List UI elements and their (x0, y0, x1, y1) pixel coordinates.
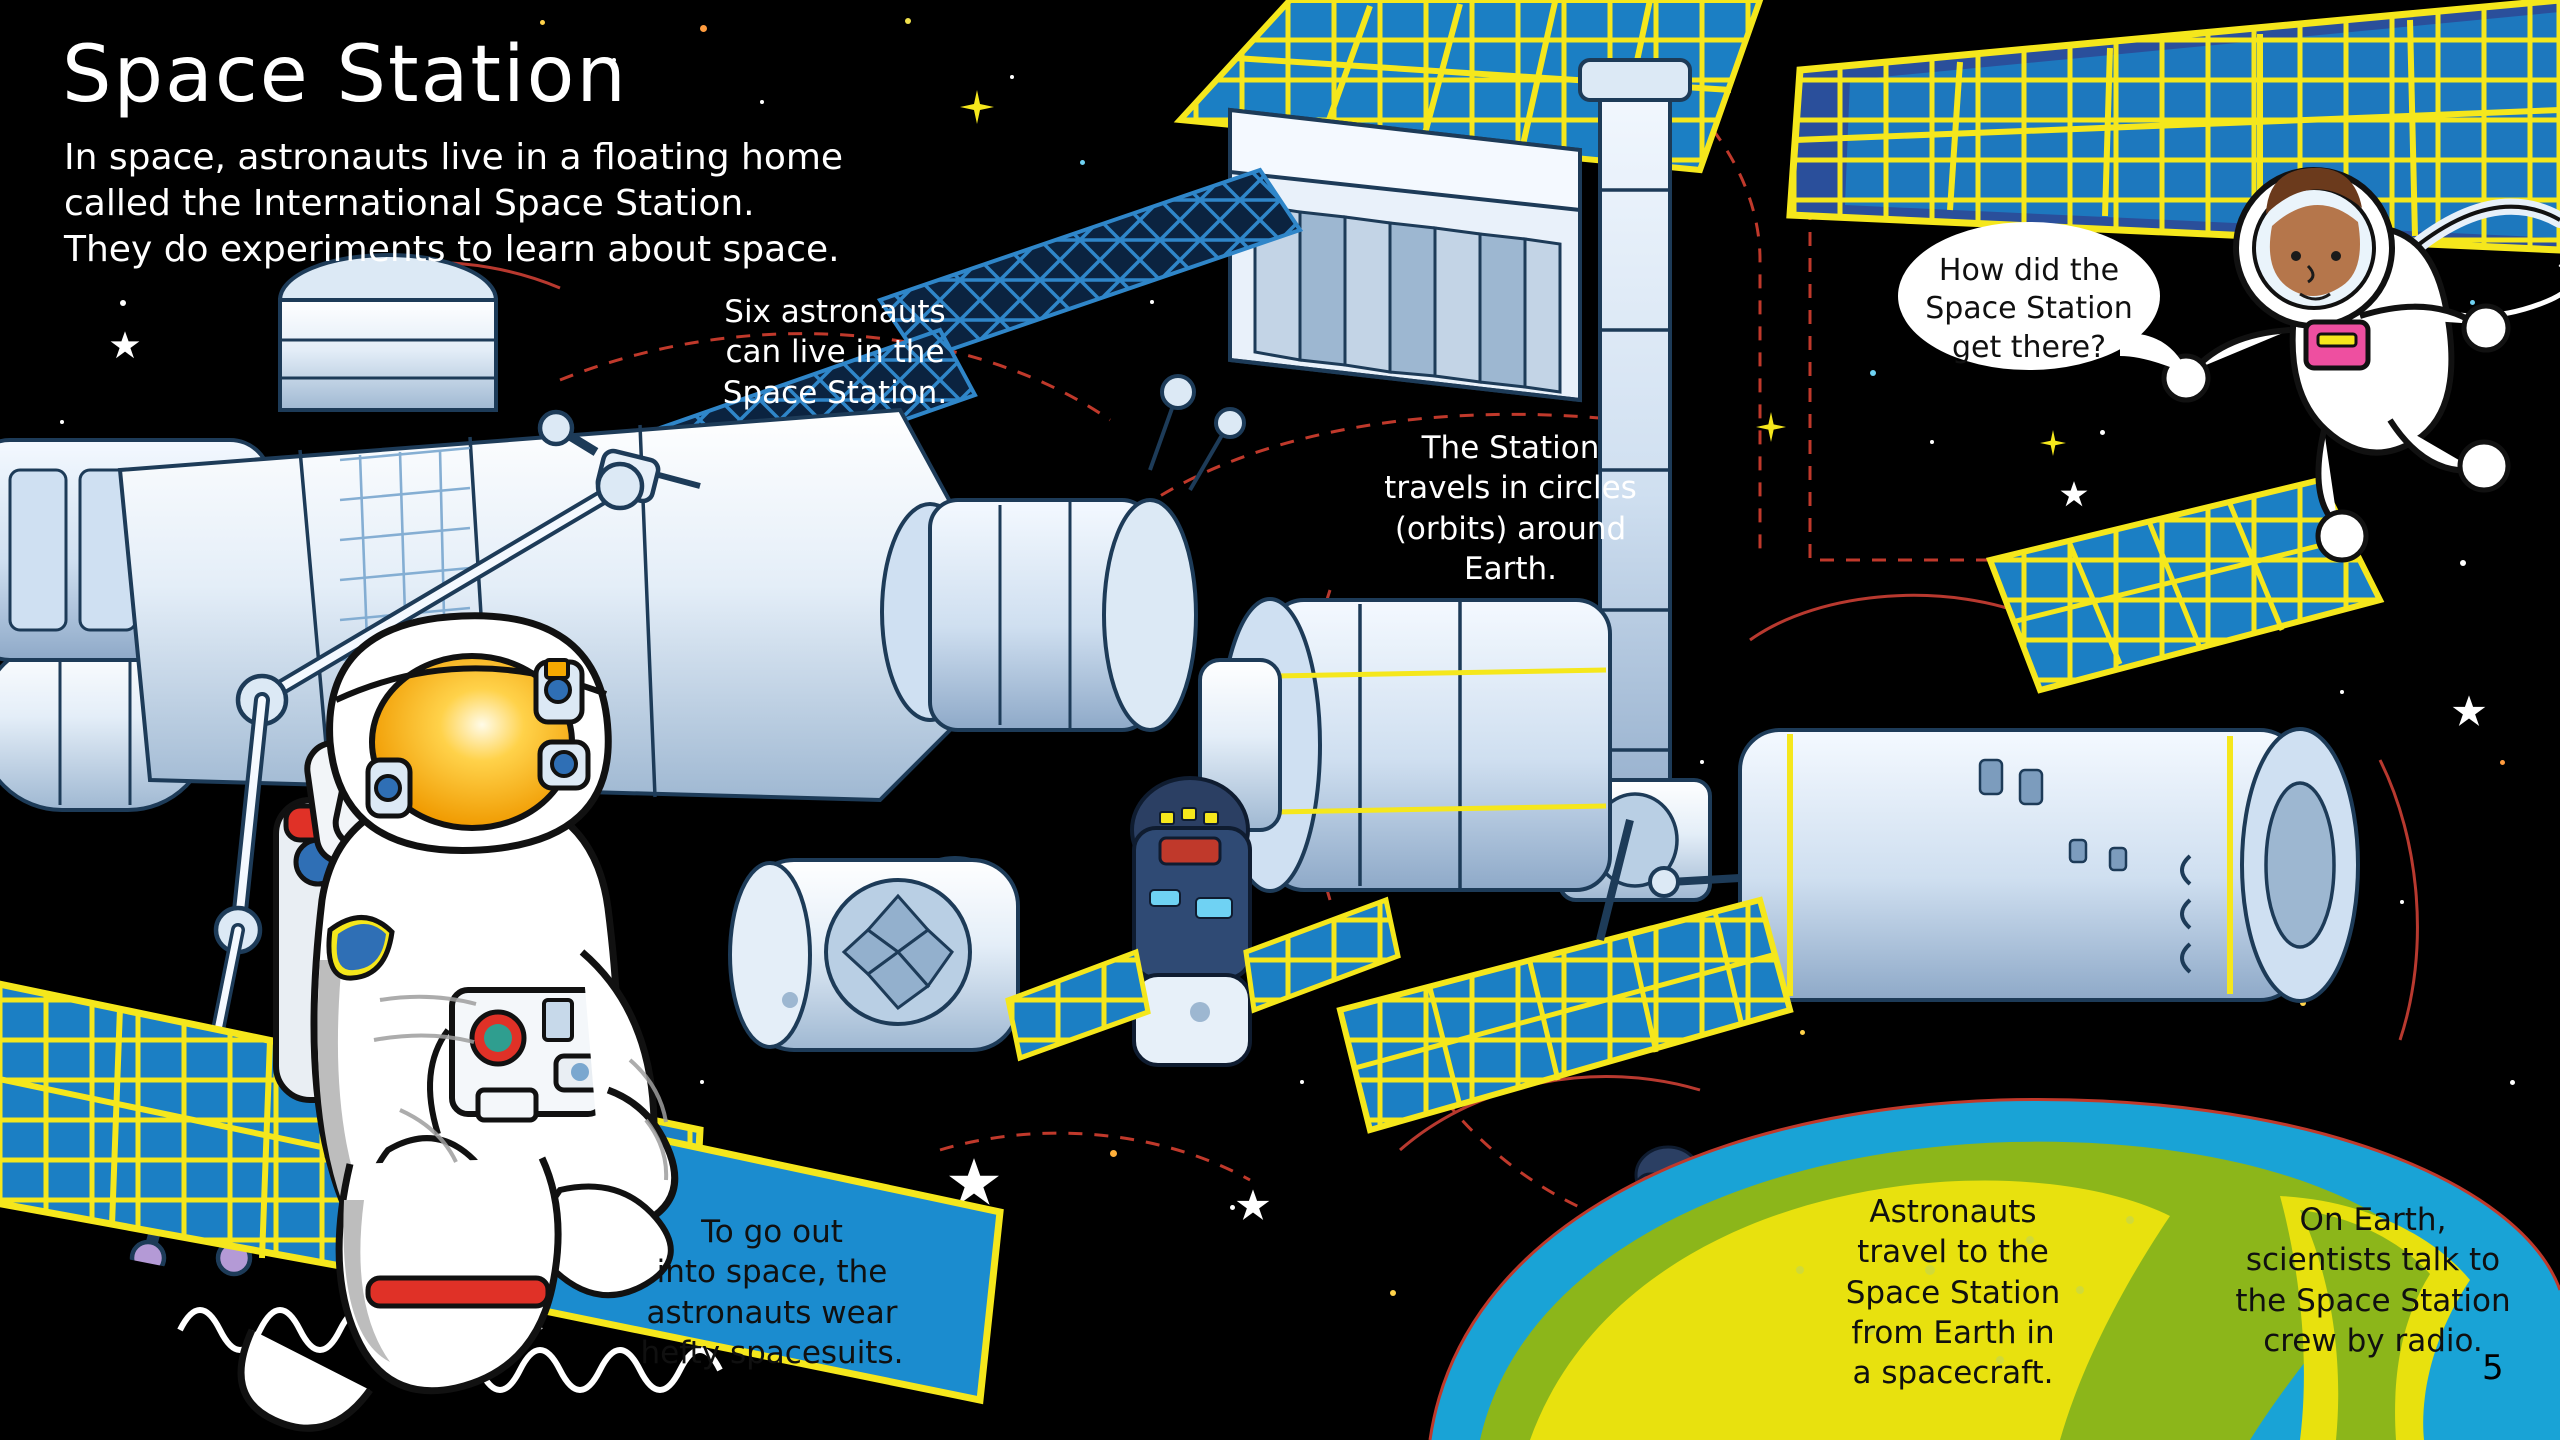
intro-paragraph: In space, astronauts live in a floating … (64, 137, 844, 271)
module-center-large (1198, 597, 1612, 893)
page-number-right: 5 (2482, 1348, 2504, 1388)
sparkle-star (1756, 412, 1786, 442)
module-cluster-left (0, 253, 1246, 1052)
antenna-cluster (1148, 374, 1246, 492)
page-title: Space Station (62, 30, 628, 120)
radiator-panel (1228, 107, 1582, 403)
module-dome-top-left (278, 253, 498, 412)
chest-control-unit (427, 987, 607, 1135)
sparkle-star (2040, 430, 2066, 456)
spacecraft-docked-capsule (1005, 776, 1401, 1067)
sparkle-star (960, 90, 994, 124)
caption-travel-to-station: Astronauts travel to the Space Station f… (1845, 1194, 2061, 1392)
speech-bubble-text: How did the Space Station get there? (1925, 253, 2133, 365)
central-mast (1558, 58, 1712, 902)
white-star (2060, 480, 2088, 508)
solar-array-mid-right (1985, 476, 2385, 694)
solar-array-lower-center (1336, 819, 1794, 1134)
white-star (1236, 1188, 1270, 1222)
page-number-left: 4 (52, 1352, 74, 1392)
speech-bubble-tail (2120, 333, 2188, 374)
earth (1428, 1097, 2560, 1440)
module-docking-hatch (728, 858, 1020, 1052)
white-star (2452, 694, 2486, 728)
caption-orbit: The Station travels in circles (orbits) … (1384, 430, 1637, 587)
white-star (110, 330, 140, 360)
astronaut-large (237, 612, 679, 1432)
module-right-gold-ring (1648, 727, 2360, 1003)
astronaut-floating (2161, 167, 2560, 563)
white-star (948, 1156, 1000, 1208)
solar-array-top-right (1786, 0, 2560, 254)
speech-bubble (1898, 222, 2160, 370)
caption-six-astronauts: Six astronauts can live in the Space Sta… (722, 294, 948, 411)
caption-radio: On Earth, scientists talk to the Space S… (2235, 1202, 2511, 1359)
caption-spacesuits: To go out into space, the astronauts wea… (640, 1214, 904, 1371)
